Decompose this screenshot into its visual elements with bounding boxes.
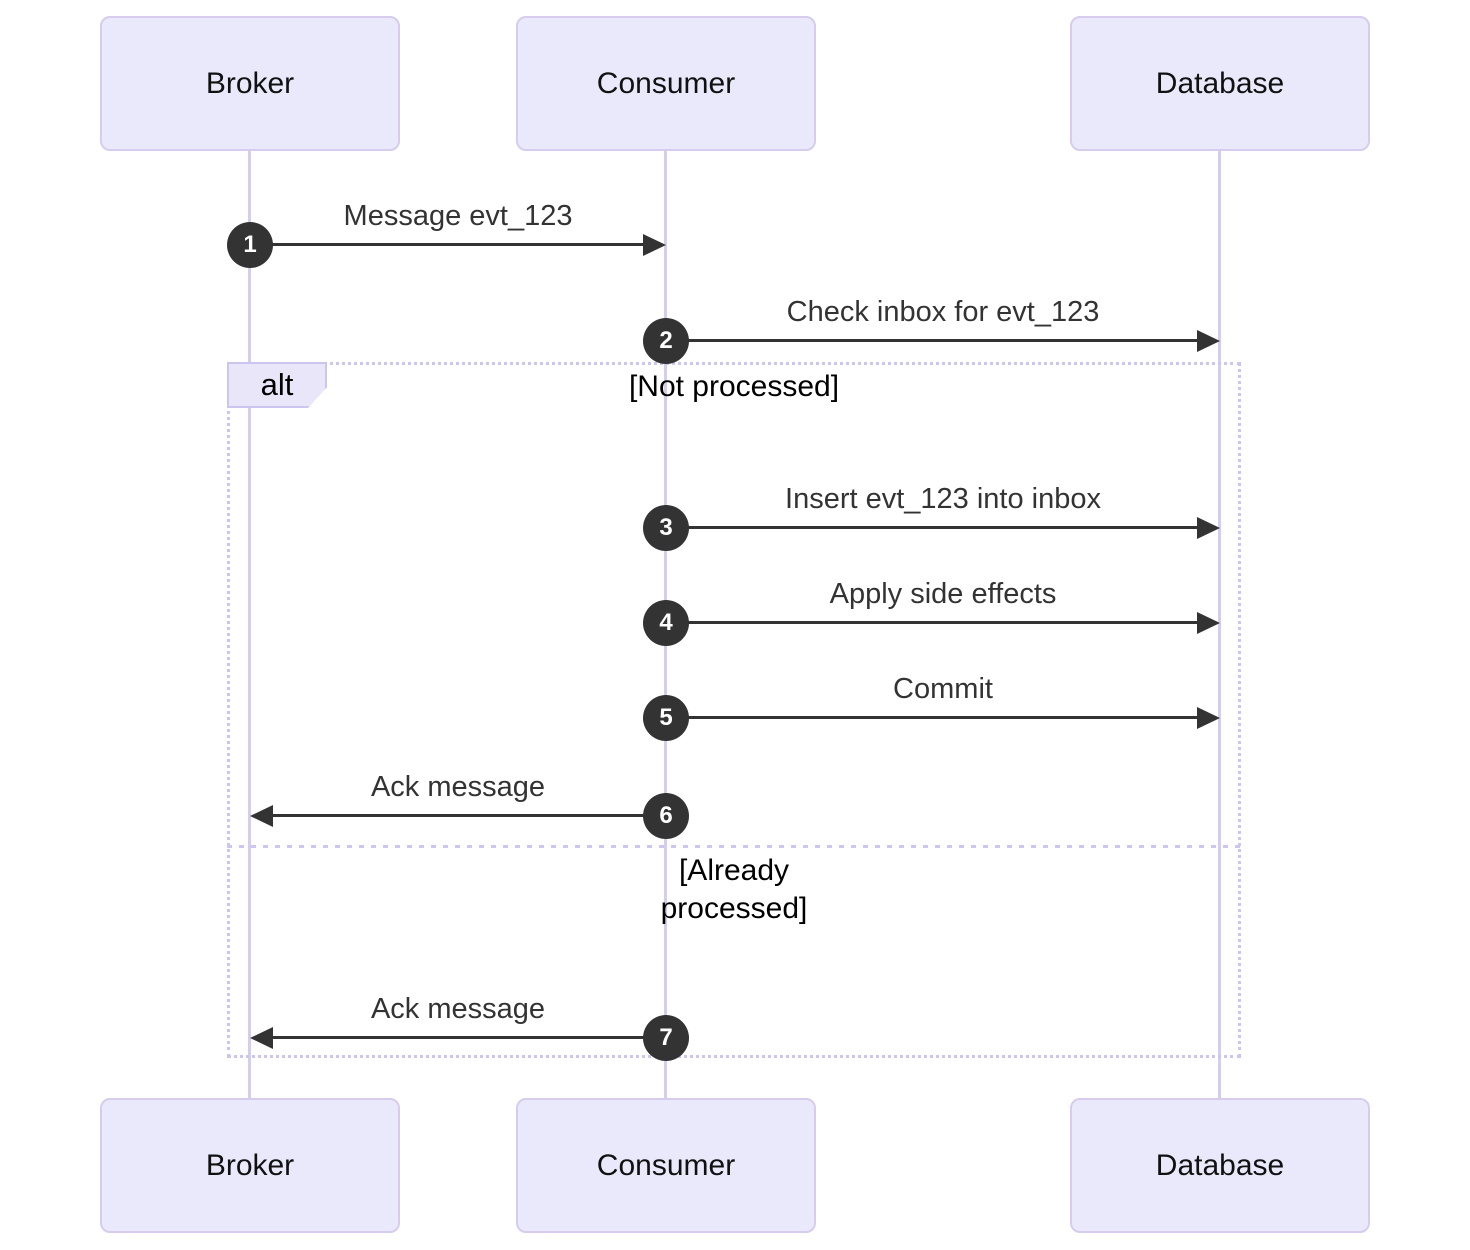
arrowhead-right-icon <box>1197 707 1220 729</box>
message-arrow-line <box>272 1036 666 1039</box>
message-label: Ack message <box>370 771 546 803</box>
sequence-number-badge: 7 <box>643 1015 689 1061</box>
alt-operator-label: alt <box>227 362 327 408</box>
alt-branch-divider <box>227 845 1241 848</box>
sequence-number-badge: 5 <box>643 695 689 741</box>
alt-guard-not-processed: [Not processed] <box>628 370 840 403</box>
message-arrow-line <box>666 339 1200 342</box>
participant-label: Consumer <box>596 66 736 100</box>
message-arrow-line <box>272 814 666 817</box>
message-label: Message evt_123 <box>343 200 573 232</box>
participant-consumer-bottom: Consumer <box>516 1098 816 1233</box>
alt-operator-text: alt <box>260 367 294 402</box>
participant-label: Broker <box>205 1148 295 1182</box>
message-arrow-line <box>666 621 1200 624</box>
participant-broker-top: Broker <box>100 16 400 151</box>
lifeline-broker <box>248 151 251 1098</box>
alt-guard-already-processed: [Already processed] <box>660 854 808 925</box>
participant-broker-bottom: Broker <box>100 1098 400 1233</box>
sequence-number-badge: 3 <box>643 505 689 551</box>
participant-label: Database <box>1155 66 1285 100</box>
alt-frame <box>227 362 1241 1058</box>
arrowhead-right-icon <box>1197 612 1220 634</box>
message-arrow-line <box>250 243 646 246</box>
sequence-number-badge: 6 <box>643 793 689 839</box>
participant-label: Broker <box>205 66 295 100</box>
message-label: Check inbox for evt_123 <box>786 296 1100 328</box>
sequence-number-badge: 1 <box>227 222 273 268</box>
arrowhead-left-icon <box>250 1027 273 1049</box>
participant-database-top: Database <box>1070 16 1370 151</box>
participant-label: Database <box>1155 1148 1285 1182</box>
sequence-number-badge: 2 <box>643 318 689 364</box>
arrowhead-right-icon <box>643 234 666 256</box>
message-label: Apply side effects <box>829 578 1057 610</box>
message-arrow-line <box>666 526 1200 529</box>
arrowhead-right-icon <box>1197 330 1220 352</box>
arrowhead-left-icon <box>250 805 273 827</box>
message-label: Insert evt_123 into inbox <box>785 483 1101 515</box>
message-label: Commit <box>893 673 993 705</box>
message-arrow-line <box>666 716 1200 719</box>
arrowhead-right-icon <box>1197 517 1220 539</box>
participant-label: Consumer <box>596 1148 736 1182</box>
message-label: Ack message <box>370 993 546 1025</box>
sequence-number-badge: 4 <box>643 600 689 646</box>
participant-database-bottom: Database <box>1070 1098 1370 1233</box>
participant-consumer-top: Consumer <box>516 16 816 151</box>
